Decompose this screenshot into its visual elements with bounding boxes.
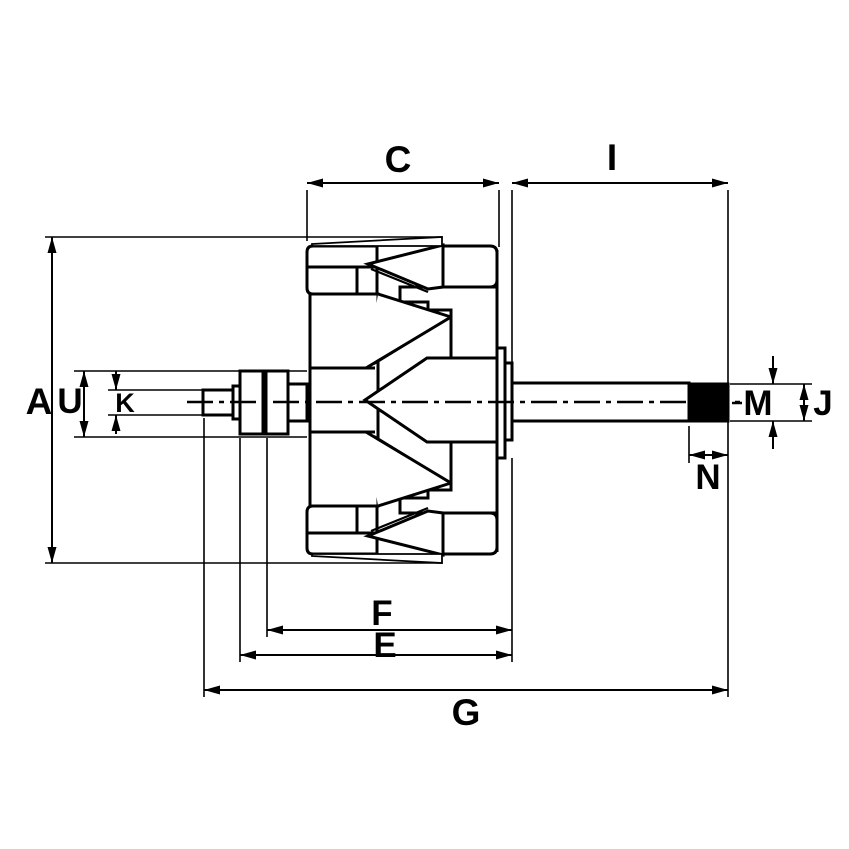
- claw-finger-center: [362, 356, 499, 444]
- dim-label-K: K: [115, 388, 135, 418]
- claw-finger-mid-upper-top: [377, 292, 452, 319]
- claw-finger-top: [363, 243, 445, 291]
- claw-finger-center-edge2: [370, 359, 426, 397]
- dim-label-M: M: [743, 384, 772, 423]
- dim-label-G: G: [452, 692, 481, 733]
- claw-finger-mid-upper-edge2: [373, 318, 448, 365]
- claw-finger-mid-lower-edge2: [373, 435, 448, 482]
- dim-label-C: C: [385, 139, 412, 180]
- right-rim-bottom: [439, 511, 499, 556]
- claw-finger-mid-lower-fill: [366, 432, 451, 506]
- claw-finger-bottom-edge2: [370, 506, 429, 533]
- dimension-lines: [47, 178, 809, 695]
- chamfer-wedge-top: [311, 236, 443, 247]
- claw-finger-bottom: [363, 509, 445, 557]
- rotor-body: [201, 236, 730, 564]
- dim-label-F: F: [371, 594, 392, 633]
- dim-label-I: I: [607, 137, 617, 178]
- left-rim-top: [305, 244, 379, 296]
- dim-label-E: E: [373, 626, 396, 665]
- left-rim-bottom: [305, 504, 379, 556]
- dimension-labels: C I A U K M J N F E G: [26, 137, 833, 733]
- dim-label-U: U: [57, 382, 82, 421]
- dim-label-J: J: [813, 384, 832, 423]
- shaft-right: [510, 381, 691, 423]
- dim-label-N: N: [695, 458, 720, 497]
- claw-finger-top-edge2: [370, 267, 429, 294]
- claw-finger-mid-lower-bottom: [377, 481, 452, 508]
- dim-label-A: A: [26, 381, 53, 422]
- right-rim-top: [439, 244, 499, 289]
- chamfer-wedge-bottom: [311, 553, 443, 564]
- claw-finger-mid-upper-fill: [366, 294, 451, 368]
